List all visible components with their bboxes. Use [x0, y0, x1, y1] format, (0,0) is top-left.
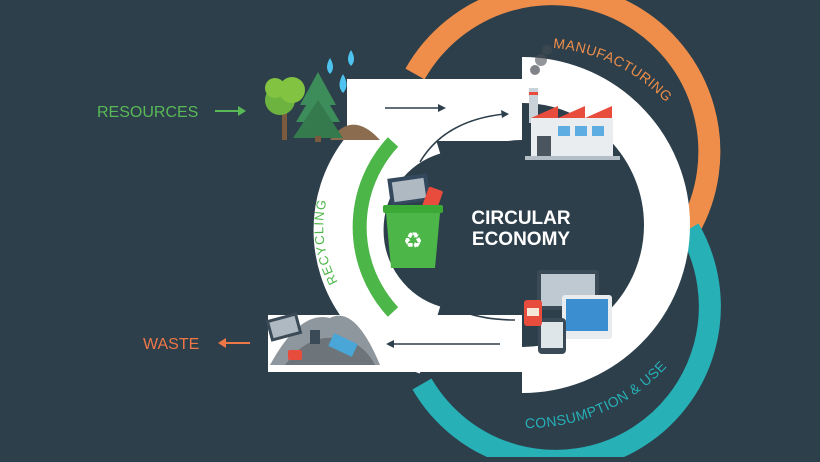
recycling-bin-icon: ♻ [383, 173, 443, 268]
recycling-arc [352, 137, 399, 317]
center-title-line1: CIRCULAR [471, 208, 570, 229]
water-drops-icon [327, 50, 354, 93]
trees-icon [265, 72, 380, 142]
devices-icon [524, 270, 612, 354]
flow-arrows [385, 104, 627, 348]
resources-arrow [215, 106, 246, 116]
waste-label: WASTE [143, 336, 199, 353]
arrow-bottom-curve [424, 289, 516, 321]
waste-pile-icon [265, 312, 380, 365]
recycle-symbol-icon: ♻ [403, 228, 423, 253]
white-ring-left [313, 86, 442, 374]
consumption-arc [412, 223, 721, 462]
arrow-right-curve [614, 169, 627, 269]
arrow-top-curve [419, 113, 506, 163]
white-ring [521, 57, 690, 393]
manufacturing-arc [405, 0, 721, 235]
factory-icon [525, 45, 620, 160]
resources-label: RESOURCES [97, 104, 198, 121]
center-title-line2: ECONOMY [472, 229, 571, 250]
waste-arrow [218, 338, 250, 348]
